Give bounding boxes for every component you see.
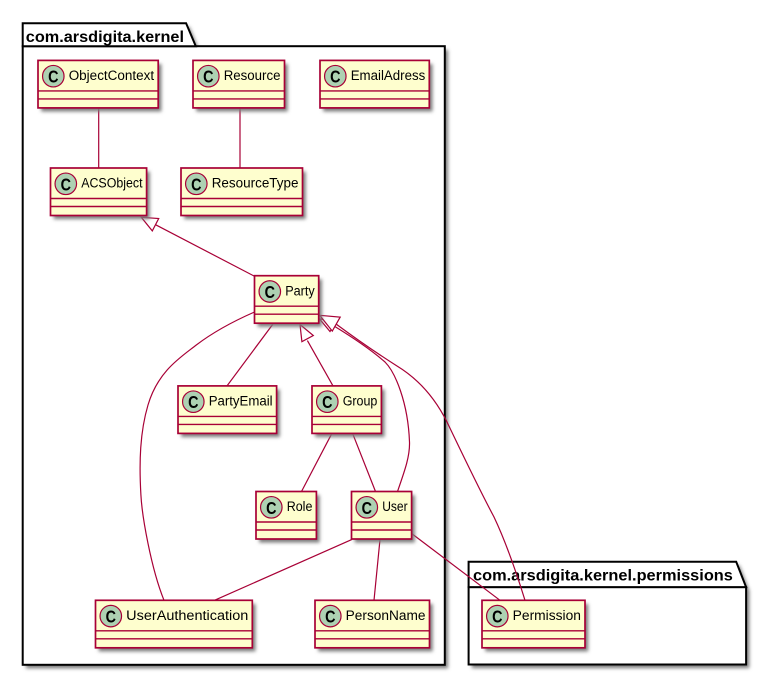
svg-text:ResourceType: ResourceType: [212, 176, 299, 191]
svg-text:C: C: [48, 68, 59, 87]
svg-text:Party: Party: [285, 283, 315, 298]
svg-text:com.arsdigita.kernel: com.arsdigita.kernel: [26, 29, 184, 46]
svg-text:com.arsdigita.kernel.permissio: com.arsdigita.kernel.permissions: [473, 568, 733, 585]
svg-text:C: C: [106, 608, 117, 627]
svg-text:C: C: [330, 68, 341, 87]
svg-text:C: C: [362, 500, 373, 519]
svg-text:C: C: [265, 284, 276, 303]
svg-text:Permission: Permission: [513, 608, 581, 623]
svg-text:UserAuthentication: UserAuthentication: [126, 608, 248, 623]
svg-text:EmailAdress: EmailAdress: [351, 68, 426, 83]
svg-text:C: C: [492, 608, 503, 627]
svg-text:C: C: [61, 176, 72, 195]
svg-text:Resource: Resource: [224, 68, 281, 83]
svg-text:C: C: [203, 68, 214, 87]
svg-text:C: C: [322, 394, 333, 413]
svg-text:C: C: [188, 394, 199, 413]
svg-text:Role: Role: [287, 499, 313, 514]
svg-text:C: C: [325, 608, 336, 627]
svg-text:Group: Group: [343, 394, 378, 409]
svg-text:C: C: [191, 176, 202, 195]
svg-text:ObjectContext: ObjectContext: [69, 68, 155, 83]
svg-text:PartyEmail: PartyEmail: [209, 394, 273, 409]
svg-text:ACSObject: ACSObject: [81, 176, 143, 191]
svg-text:User: User: [382, 499, 408, 514]
svg-text:PersonName: PersonName: [346, 608, 426, 623]
svg-text:C: C: [266, 500, 277, 519]
